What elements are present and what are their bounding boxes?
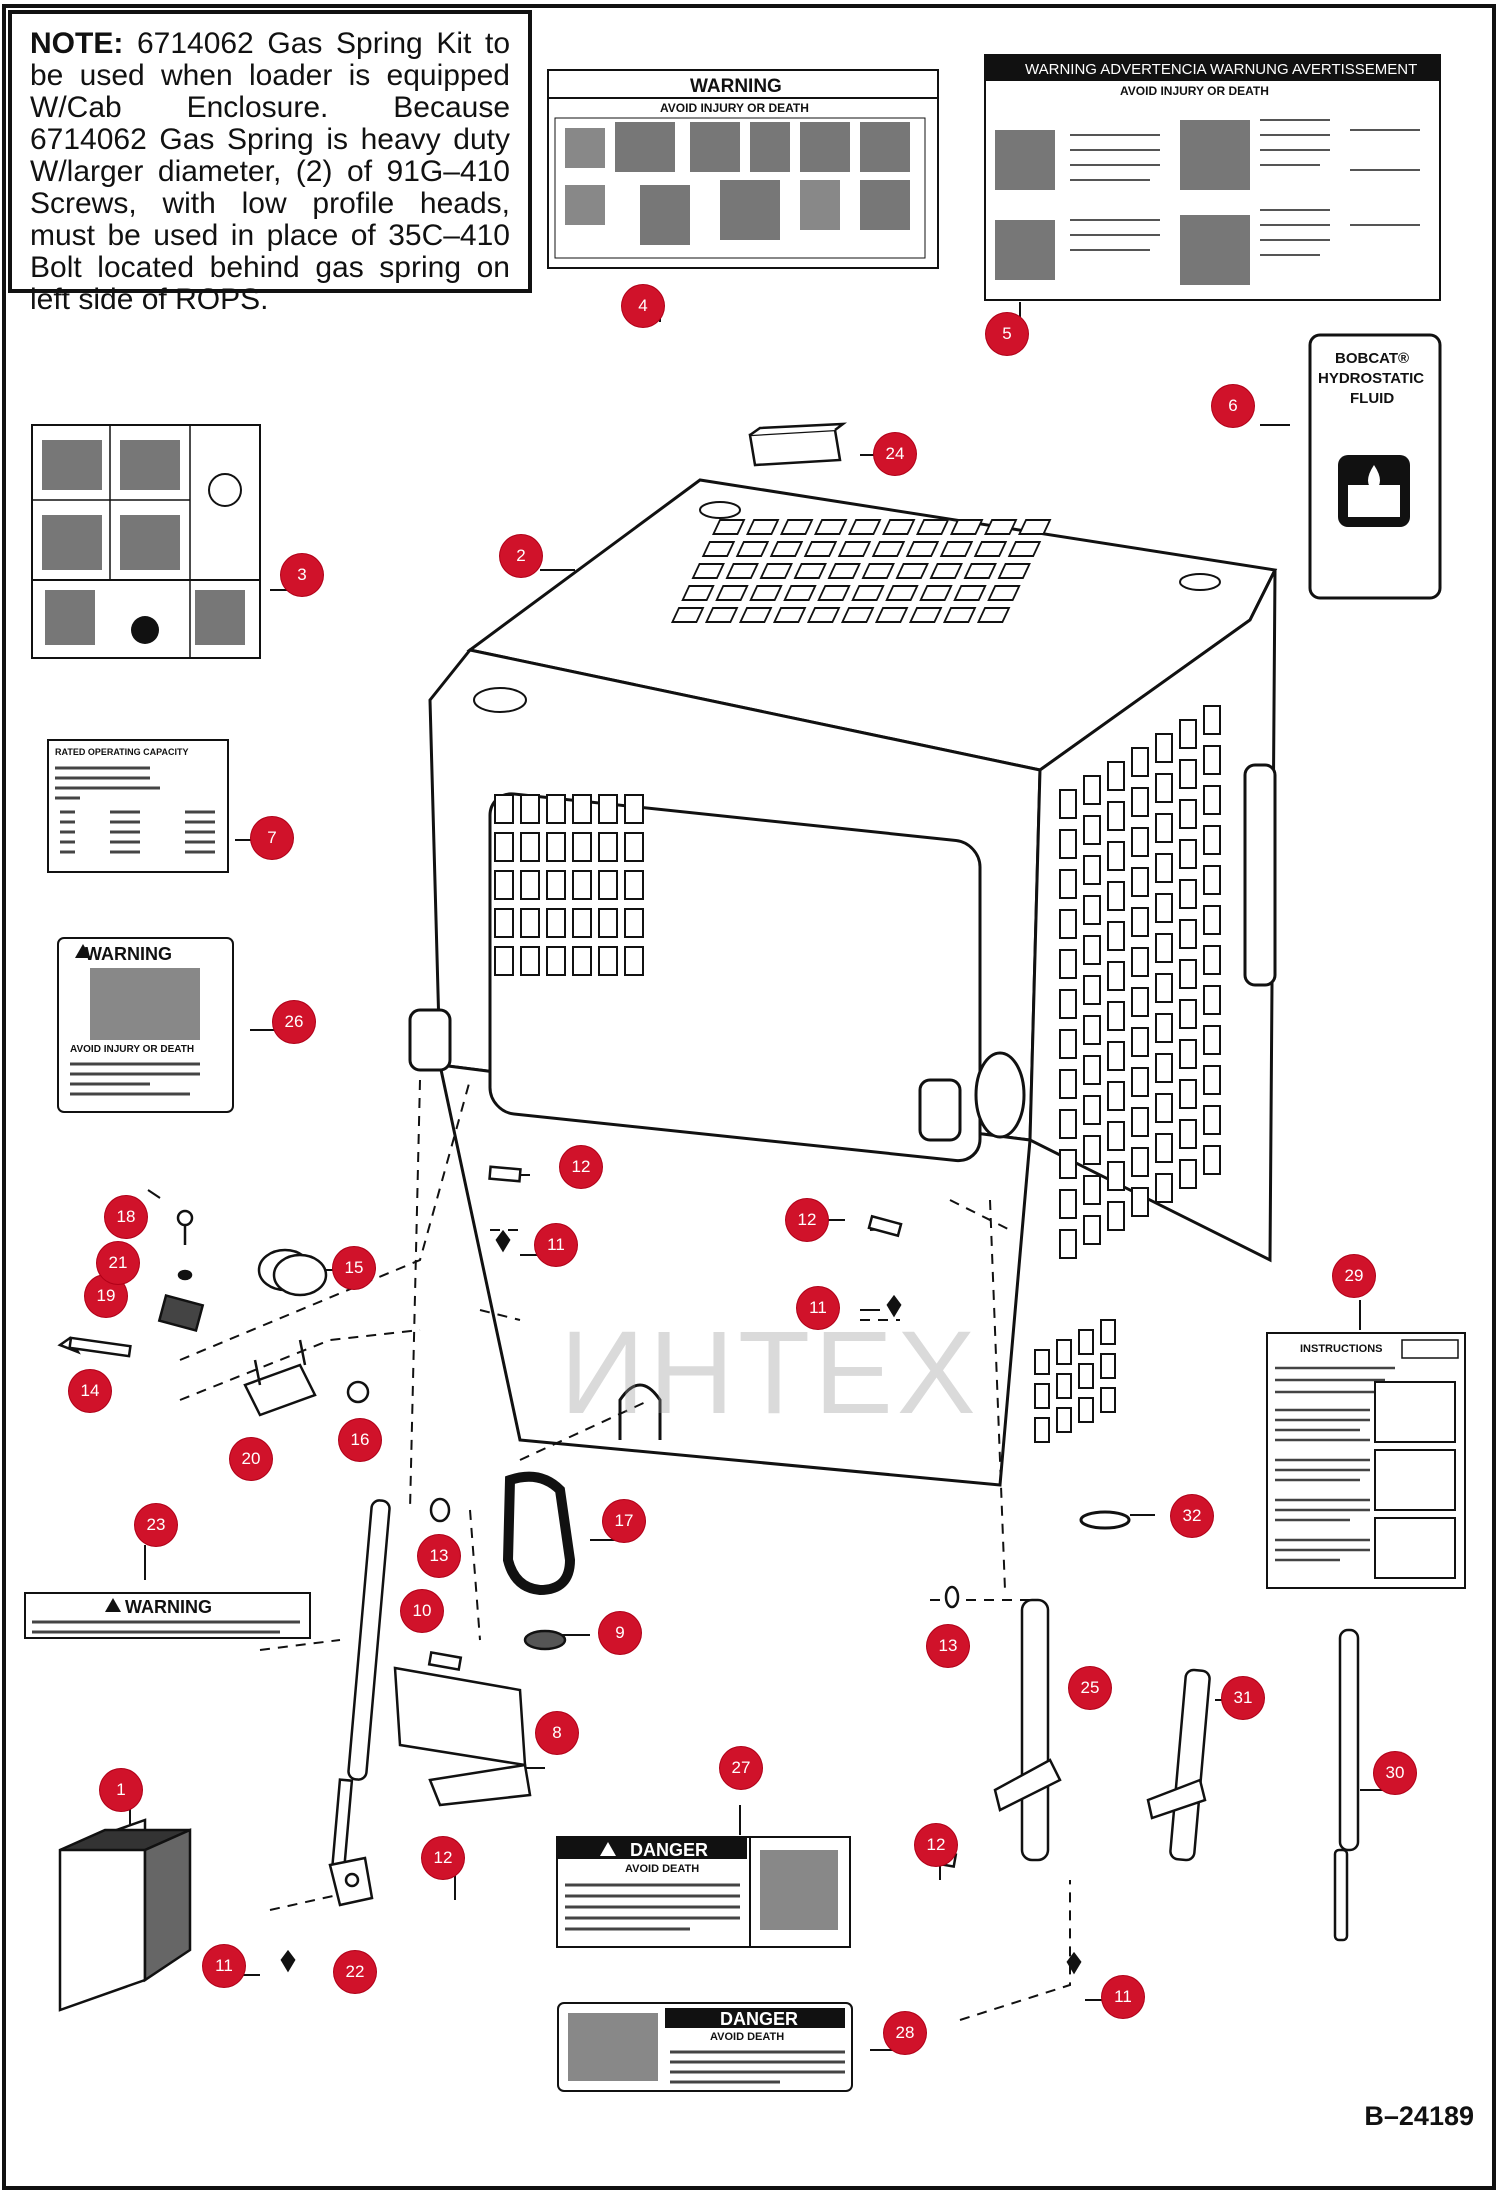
callout-29[interactable]: 29 [1333,1255,1375,1297]
hydrostatic-fluid-decal-6: BOBCAT® HYDROSTATIC FLUID [1308,333,1442,600]
danger-decal-27: DANGER AVOID DEATH [556,1836,851,1948]
warning-decal-5: WARNING ADVERTENCIA WARNUNG AVERTISSEMEN… [984,54,1441,301]
callout-12c[interactable]: 12 [422,1837,464,1879]
callout-5[interactable]: 5 [986,313,1028,355]
warning-23-title: WARNING [125,1597,212,1617]
callout-17[interactable]: 17 [603,1500,645,1542]
callout-32[interactable]: 32 [1171,1495,1213,1537]
assembly-note: NOTE: 6714062 Gas Spring Kit to be used … [8,10,532,316]
callout-20[interactable]: 20 [230,1438,272,1480]
callout-11a[interactable]: 11 [535,1224,577,1266]
callout-4[interactable]: 4 [622,285,664,327]
roof-grille [473,501,1221,713]
warning-5-subtitle: AVOID INJURY OR DEATH [1120,84,1269,98]
callout-6[interactable]: 6 [1212,385,1254,427]
callout-22[interactable]: 22 [334,1951,376,1993]
warning-5-title: WARNING ADVERTENCIA WARNUNG AVERTISSEMEN… [1025,61,1417,78]
callout-26[interactable]: 26 [273,1001,315,1043]
callout-9[interactable]: 9 [599,1612,641,1654]
callout-21[interactable]: 21 [97,1242,139,1284]
warning-decal-4: WARNING AVOID INJURY OR DEATH [547,69,939,269]
watermark-text: ИНТЕХ [560,1307,980,1439]
control-pattern-decal-3 [31,424,261,659]
warning-decal-26: WARNING AVOID INJURY OR DEATH [57,937,234,1113]
danger-28-subtitle: AVOID DEATH [710,2031,784,2043]
callout-28[interactable]: 28 [884,2012,926,2054]
callout-13a[interactable]: 13 [418,1535,460,1577]
callout-2[interactable]: 2 [500,535,542,577]
fluid-6-line2: HYDROSTATIC [1318,370,1424,387]
hardware-parts [57,422,1360,2012]
callout-25[interactable]: 25 [1069,1667,1111,1709]
rated-capacity-decal-7: RATED OPERATING CAPACITY [47,739,229,873]
side-grille [1034,705,1221,1443]
warning-26-subtitle: AVOID INJURY OR DEATH [70,1044,194,1055]
instructions-decal-29: INSTRUCTIONS [1266,1332,1466,1589]
page-frame [2,4,1496,2190]
danger-decal-28: DANGER AVOID DEATH [557,2002,853,2092]
instructions-29-title: INSTRUCTIONS [1300,1343,1383,1355]
figure-id: B–24189 [1364,2101,1474,2131]
callout-14[interactable]: 14 [69,1370,111,1412]
danger-27-title: DANGER [630,1840,708,1860]
callout-11c[interactable]: 11 [203,1945,245,1987]
callout-12a[interactable]: 12 [560,1146,602,1188]
note-text: 6714062 Gas Spring Kit to be used when l… [30,27,510,316]
window-grille [494,794,644,976]
fluid-6-line1: BOBCAT® [1335,350,1409,367]
callout-24[interactable]: 24 [874,433,916,475]
callout-19[interactable]: 19 [85,1275,127,1317]
fluid-6-line3: FLUID [1350,390,1394,407]
callout-23[interactable]: 23 [135,1504,177,1546]
note-label: NOTE: [30,27,124,60]
callout-13b[interactable]: 13 [927,1625,969,1667]
warning-4-title: WARNING [690,76,782,97]
lower-arch [618,1383,662,1440]
warning-4-subtitle: AVOID INJURY OR DEATH [660,101,809,115]
callout-1[interactable]: 1 [100,1769,142,1811]
callout-12b[interactable]: 12 [786,1199,828,1241]
callout-7[interactable]: 7 [251,817,293,859]
capacity-7-title: RATED OPERATING CAPACITY [55,747,189,757]
callout-12d[interactable]: 12 [915,1824,957,1866]
callout-8[interactable]: 8 [536,1712,578,1754]
callout-3[interactable]: 3 [281,554,323,596]
callout-11b[interactable]: 11 [797,1287,839,1329]
warning-26-title: WARNING [85,944,172,964]
callout-18[interactable]: 18 [105,1196,147,1238]
callout-11d[interactable]: 11 [1102,1976,1144,2018]
callout-16[interactable]: 16 [339,1419,381,1461]
assembly-lines [179,1079,1071,2021]
callout-31[interactable]: 31 [1222,1677,1264,1719]
warning-decal-23: WARNING [24,1592,311,1639]
danger-28-title: DANGER [720,2009,798,2029]
callout-15[interactable]: 15 [333,1247,375,1289]
callout-10[interactable]: 10 [401,1590,443,1632]
danger-27-subtitle: AVOID DEATH [625,1863,699,1875]
callout-30[interactable]: 30 [1374,1752,1416,1794]
callout-27[interactable]: 27 [720,1747,762,1789]
